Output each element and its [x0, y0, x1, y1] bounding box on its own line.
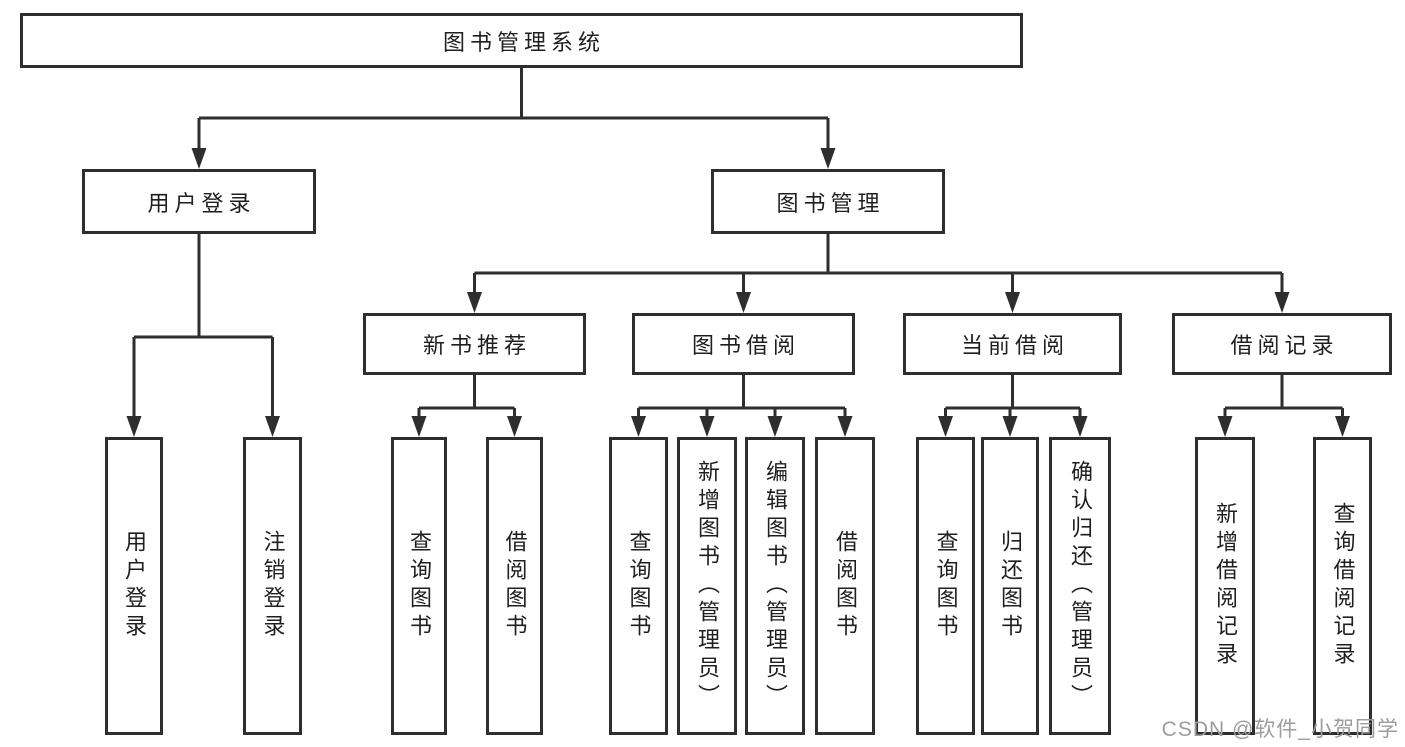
node-book-borrowing: 图书借阅	[632, 313, 855, 375]
node-borrowing-records: 借阅记录	[1172, 313, 1392, 375]
leaf-label: 注销登录	[260, 530, 286, 642]
node-book-management: 图书管理	[711, 169, 945, 234]
leaf-add-borrow-record: 新增借阅记录	[1195, 437, 1255, 735]
leaf-query-borrow-record: 查询借阅记录	[1313, 437, 1372, 735]
leaf-edit-book-admin: 编辑图书（管理员）	[745, 437, 805, 735]
csdn-watermark: CSDN @软件_小贺同学	[1161, 718, 1399, 741]
leaf-label: 新增图书（管理员）	[695, 460, 720, 712]
leaf-label: 编辑图书（管理员）	[763, 460, 788, 712]
leaf-label: 确认归还（管理员）	[1068, 460, 1093, 712]
leaf-label: 查询借阅记录	[1330, 502, 1356, 670]
node-library-management-system: 图书管理系统	[20, 13, 1023, 68]
leaf-query-book-borrowing: 查询图书	[609, 437, 668, 735]
leaf-confirm-return-admin: 确认归还（管理员）	[1049, 437, 1111, 735]
leaf-logout: 注销登录	[243, 437, 302, 735]
leaf-user-login: 用户登录	[105, 437, 163, 735]
leaf-label: 借阅图书	[502, 530, 528, 642]
node-user-login: 用户登录	[82, 169, 316, 234]
leaf-label: 查询图书	[626, 530, 652, 642]
leaf-label: 查询图书	[407, 530, 432, 642]
leaf-label: 归还图书	[998, 530, 1023, 642]
node-current-borrowing: 当前借阅	[903, 313, 1122, 375]
leaf-add-book-admin: 新增图书（管理员）	[677, 437, 737, 735]
leaf-label: 新增借阅记录	[1213, 502, 1238, 670]
leaf-label: 借阅图书	[833, 530, 858, 642]
leaf-borrow-book-recommend: 借阅图书	[486, 437, 543, 735]
leaf-query-book-current: 查询图书	[916, 437, 975, 735]
node-new-book-recommendation: 新书推荐	[363, 313, 586, 375]
leaf-return-book: 归还图书	[981, 437, 1039, 735]
leaf-query-book-recommend: 查询图书	[391, 437, 447, 735]
leaf-label: 用户登录	[122, 530, 147, 642]
leaf-label: 查询图书	[933, 530, 959, 642]
leaf-borrow-book-borrowing: 借阅图书	[815, 437, 875, 735]
